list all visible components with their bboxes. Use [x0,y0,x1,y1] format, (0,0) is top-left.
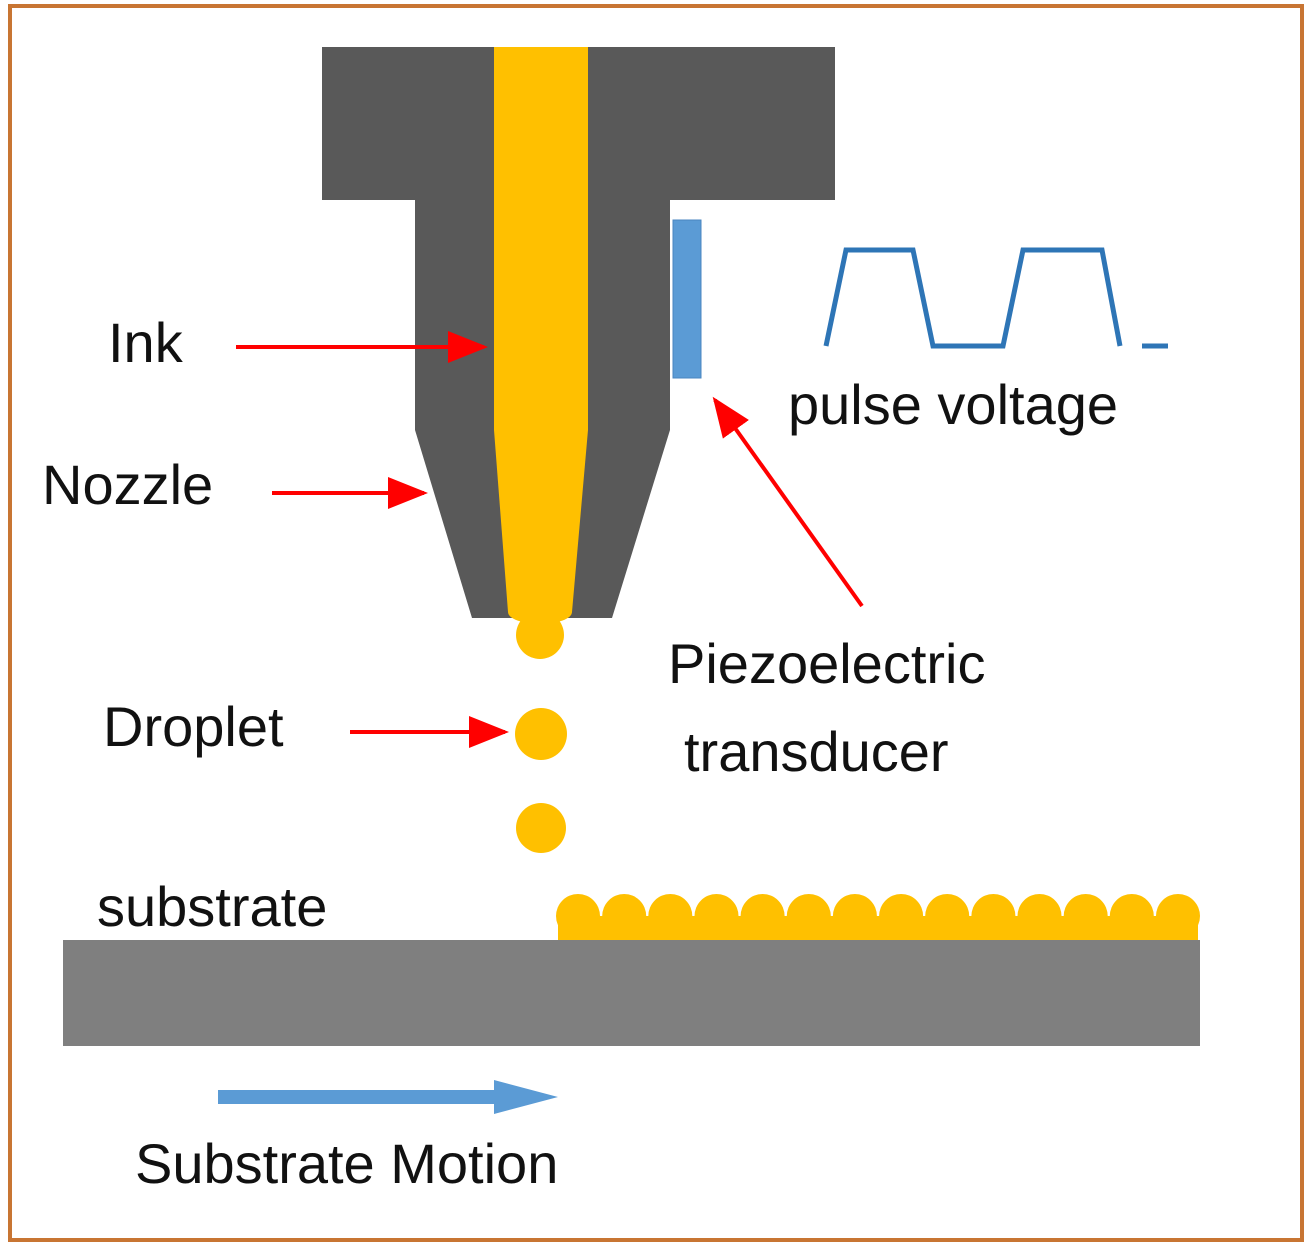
deposited-droplet [925,894,970,938]
falling-droplet [515,708,567,760]
deposited-droplet [602,894,647,938]
deposited-droplet [1156,894,1200,938]
deposited-droplet-row [556,894,1200,940]
deposited-droplet [879,894,924,938]
ink-label: Ink [108,311,184,374]
deposited-droplet [971,894,1016,938]
substrate-motion-label: Substrate Motion [135,1132,558,1195]
deposited-droplet [1109,894,1154,938]
deposited-droplet [786,894,831,938]
pulse-voltage-label: pulse voltage [788,373,1118,436]
piezoelectric-label-line2: transducer [684,720,949,783]
substrate-label: substrate [97,875,327,938]
piezoelectric-transducer [672,219,702,379]
falling-droplet [516,803,566,853]
ink-channel [494,47,588,612]
pulse-voltage-waveform [823,247,1123,349]
deposited-droplet [648,894,693,938]
nozzle-label: Nozzle [42,453,213,516]
droplet-label: Droplet [103,695,284,758]
piezo-pointer-arrow [712,396,864,608]
falling-droplet [516,611,564,659]
deposited-droplet [694,894,739,938]
deposited-droplet [832,894,877,938]
deposited-droplet [556,894,600,938]
substrate-motion-arrow [218,1080,558,1114]
deposited-droplet [1063,894,1108,938]
deposited-droplet [740,894,785,938]
substrate-block [63,940,1200,1046]
piezoelectric-label-line1: Piezoelectric [668,632,985,695]
deposited-droplet [1017,894,1062,938]
